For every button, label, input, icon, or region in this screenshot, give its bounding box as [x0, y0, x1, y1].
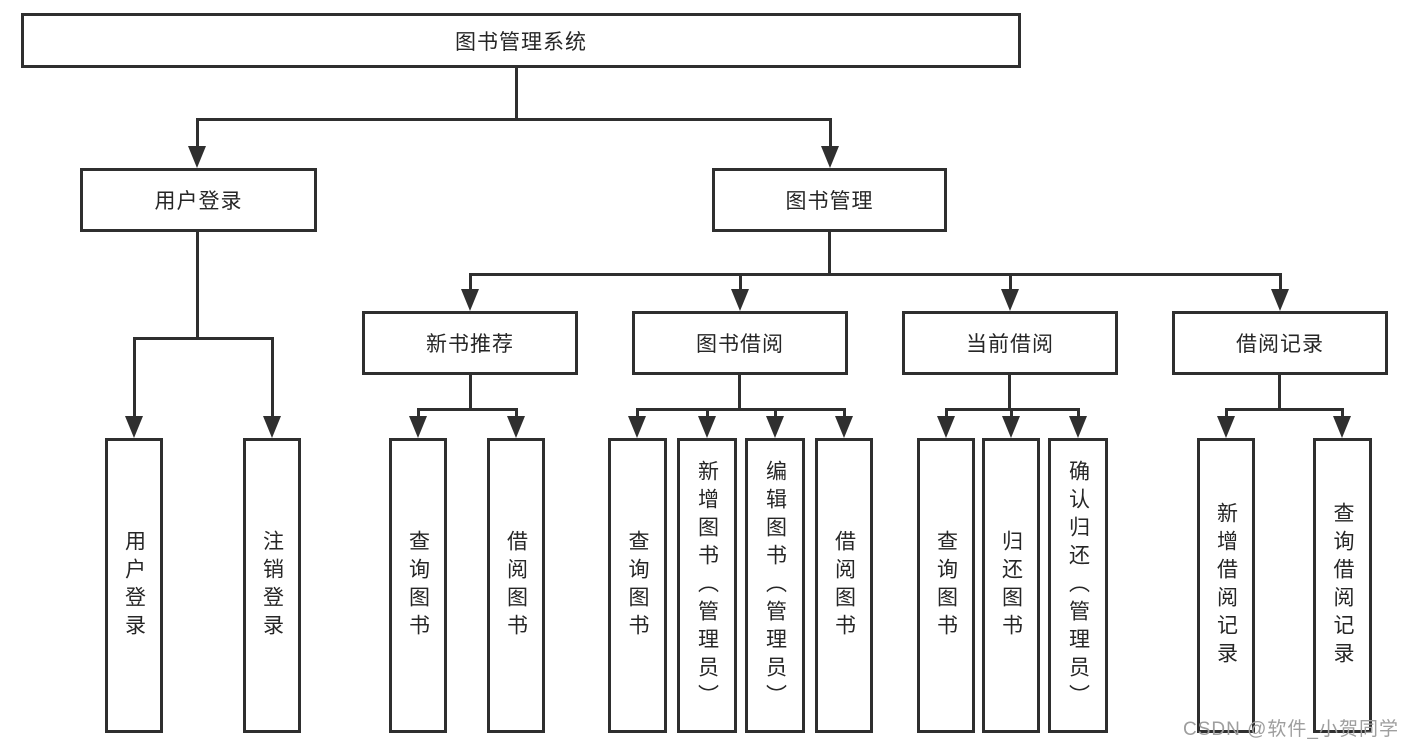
connector-line — [133, 337, 274, 340]
node-leaf-confirm-return-admin: 确认归还（管理员） — [1048, 438, 1108, 733]
arrow-down-icon — [731, 289, 749, 311]
node-label: 确认归还（管理员） — [1066, 459, 1090, 712]
node-label: 查询图书 — [934, 529, 958, 642]
node-user-login: 用户登录 — [80, 168, 317, 232]
connector-line — [515, 408, 518, 418]
arrow-down-icon — [409, 416, 427, 438]
node-leaf-edit-books-admin: 编辑图书（管理员） — [745, 438, 805, 733]
connector-line — [133, 337, 136, 416]
connector-line — [196, 232, 199, 337]
arrow-down-icon — [821, 146, 839, 168]
connector-line — [945, 408, 948, 418]
arrow-down-icon — [188, 146, 206, 168]
arrow-down-icon — [263, 416, 281, 438]
connector-line — [469, 375, 472, 408]
connector-line — [774, 408, 777, 418]
arrow-down-icon — [835, 416, 853, 438]
connector-line — [828, 232, 831, 273]
node-label: 当前借阅 — [966, 333, 1054, 356]
connector-line — [1009, 273, 1012, 290]
arrow-down-icon — [1002, 416, 1020, 438]
node-borrowing-records: 借阅记录 — [1172, 311, 1388, 375]
connector-line — [706, 408, 709, 418]
arrow-down-icon — [1271, 289, 1289, 311]
connector-line — [1279, 273, 1282, 290]
connector-line — [636, 408, 639, 418]
connector-line — [1077, 408, 1080, 418]
arrow-down-icon — [1333, 416, 1351, 438]
node-label: 借阅记录 — [1236, 333, 1324, 356]
connector-line — [843, 408, 846, 418]
node-label: 借阅图书 — [504, 529, 528, 642]
node-label: 查询借阅记录 — [1331, 501, 1354, 670]
node-library-system: 图书管理系统 — [21, 13, 1021, 68]
node-label: 图书管理 — [785, 190, 874, 213]
arrow-down-icon — [937, 416, 955, 438]
node-leaf-logout: 注销登录 — [243, 438, 301, 733]
node-new-book-recommend: 新书推荐 — [362, 311, 578, 375]
arrow-down-icon — [628, 416, 646, 438]
node-label: 新增借阅记录 — [1214, 501, 1238, 670]
connector-line — [417, 408, 518, 411]
connector-line — [1225, 408, 1228, 418]
arrow-down-icon — [507, 416, 525, 438]
node-label: 用户登录 — [122, 529, 146, 642]
csdn-watermark: CSDN @软件_小贺同学 — [1183, 719, 1399, 740]
arrow-down-icon — [461, 289, 479, 311]
connector-line — [271, 337, 274, 416]
arrow-down-icon — [125, 416, 143, 438]
node-current-borrowing: 当前借阅 — [902, 311, 1118, 375]
connector-line — [1010, 408, 1013, 418]
node-label: 图书借阅 — [696, 333, 784, 356]
connector-line — [1341, 408, 1344, 418]
node-leaf-query-books-current: 查询图书 — [917, 438, 975, 733]
node-label: 注销登录 — [260, 529, 284, 642]
node-leaf-query-books-borrowing: 查询图书 — [608, 438, 667, 733]
arrow-down-icon — [698, 416, 716, 438]
connector-line — [739, 273, 742, 290]
connector-line — [469, 273, 472, 290]
node-label: 借阅图书 — [832, 529, 856, 642]
connector-line — [417, 408, 420, 418]
node-leaf-add-books-admin: 新增图书（管理员） — [677, 438, 737, 733]
node-book-borrowing: 图书借阅 — [632, 311, 848, 375]
node-leaf-user-login: 用户登录 — [105, 438, 163, 733]
node-leaf-query-books-recommend: 查询图书 — [389, 438, 447, 733]
connector-line — [196, 118, 832, 121]
node-label: 归还图书 — [999, 529, 1023, 642]
node-label: 查询图书 — [406, 529, 430, 642]
node-leaf-borrow-books-recommend: 借阅图书 — [487, 438, 545, 733]
connector-line — [515, 68, 518, 118]
connector-line — [469, 273, 1282, 276]
connector-line — [1278, 375, 1281, 408]
arrow-down-icon — [1217, 416, 1235, 438]
node-book-management: 图书管理 — [712, 168, 947, 232]
node-label: 用户登录 — [154, 190, 243, 213]
connector-line — [738, 375, 741, 408]
arrow-down-icon — [1069, 416, 1087, 438]
connector-line — [1225, 408, 1344, 411]
connector-line — [829, 118, 832, 147]
node-label: 查询图书 — [626, 529, 649, 642]
node-label: 新增图书（管理员） — [695, 459, 719, 712]
node-label: 图书管理系统 — [455, 30, 587, 54]
arrow-down-icon — [766, 416, 784, 438]
arrow-down-icon — [1001, 289, 1019, 311]
node-leaf-add-borrow-record: 新增借阅记录 — [1197, 438, 1255, 733]
node-leaf-borrow-books: 借阅图书 — [815, 438, 873, 733]
connector-line — [1008, 375, 1011, 408]
node-leaf-return-books: 归还图书 — [982, 438, 1040, 733]
node-label: 编辑图书（管理员） — [763, 459, 787, 712]
connector-line — [196, 118, 199, 147]
node-label: 新书推荐 — [426, 333, 514, 356]
node-leaf-query-borrow-record: 查询借阅记录 — [1313, 438, 1372, 733]
connector-line — [636, 408, 846, 411]
